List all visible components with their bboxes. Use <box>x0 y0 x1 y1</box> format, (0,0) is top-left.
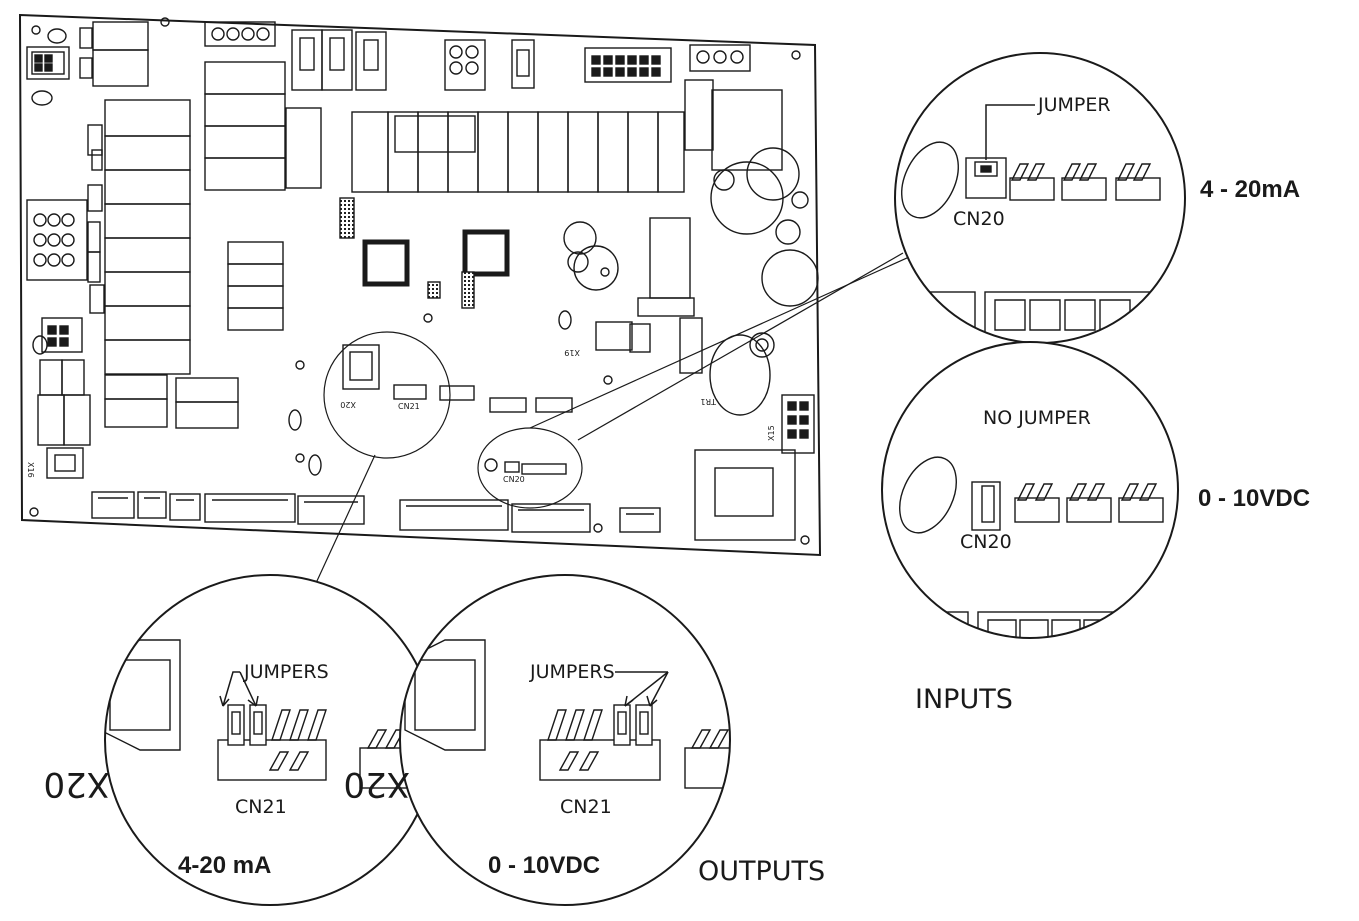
x16-board-label: X16 <box>26 462 35 478</box>
x15-board-label: X15 <box>767 425 776 441</box>
inputs-leader-bottom <box>529 252 919 429</box>
cn21-label-left: CN21 <box>235 796 287 818</box>
x19-board-label: X19 <box>564 348 580 357</box>
cn20-label-bottom: CN20 <box>960 531 1012 553</box>
pin-headers <box>393 384 573 475</box>
jumpers-label-right: JUMPERS <box>529 661 615 683</box>
x21-connector <box>32 317 91 446</box>
cn20-board-label: CN20 <box>503 475 525 484</box>
inputs-section-label: INPUTS <box>915 684 1013 715</box>
board-outline <box>18 13 822 557</box>
output-mode-4-20ma: 4-20 mA <box>178 852 271 879</box>
cn21-label-right: CN21 <box>560 796 612 818</box>
jumpers-label-left: JUMPERS <box>243 661 329 683</box>
outputs-detail-0-10vdc: JUMPERS CN21 X20 0 - 10VDC <box>343 574 731 906</box>
microcontrollers <box>339 197 510 309</box>
x15-connector <box>781 394 815 454</box>
mounting-holes <box>29 17 810 545</box>
outputs-callout-circle <box>323 331 451 459</box>
x20-jack <box>342 344 380 390</box>
bottom-connectors <box>91 491 661 533</box>
circuit-board: X20 CN21 X19 TR1 X15 X16 CN20 <box>18 13 822 557</box>
cn20-label-top: CN20 <box>953 208 1005 230</box>
capacitor-row <box>351 79 783 193</box>
relay-block-center <box>204 61 322 331</box>
inputs-detail-no-jumper: NO JUMPER CN20 0 - 10VDC <box>881 341 1310 639</box>
outputs-section-label: OUTPUTS <box>698 856 825 887</box>
tr1-component <box>709 332 775 416</box>
cn21-board-label: CN21 <box>398 402 420 411</box>
input-mode-0-10vdc: 0 - 10VDC <box>1198 485 1310 512</box>
large-capacitors <box>563 147 819 374</box>
relay-block-lower <box>104 374 239 429</box>
x20-label-left: X20 <box>43 764 110 804</box>
outputs-detail-4-20ma: JUMPERS CN21 X20 4-20 mA <box>43 574 436 906</box>
input-mode-4-20ma: 4 - 20mA <box>1200 176 1300 203</box>
relay-column <box>79 21 191 375</box>
jumper-label: JUMPER <box>1037 94 1111 116</box>
tr1-board-label: TR1 <box>700 397 717 406</box>
x20-board-label: X20 <box>340 400 356 409</box>
x9-connector <box>26 199 101 283</box>
output-mode-0-10vdc: 0 - 10VDC <box>488 852 600 879</box>
no-jumper-label: NO JUMPER <box>983 407 1091 429</box>
top-connectors <box>204 21 751 91</box>
transformer <box>694 449 796 541</box>
x16-connector <box>46 447 84 479</box>
connector-top-left <box>26 28 70 106</box>
x20-label-right: X20 <box>343 764 410 804</box>
inputs-detail-jumper: JUMPER CN20 4 - 20mA <box>894 52 1300 344</box>
